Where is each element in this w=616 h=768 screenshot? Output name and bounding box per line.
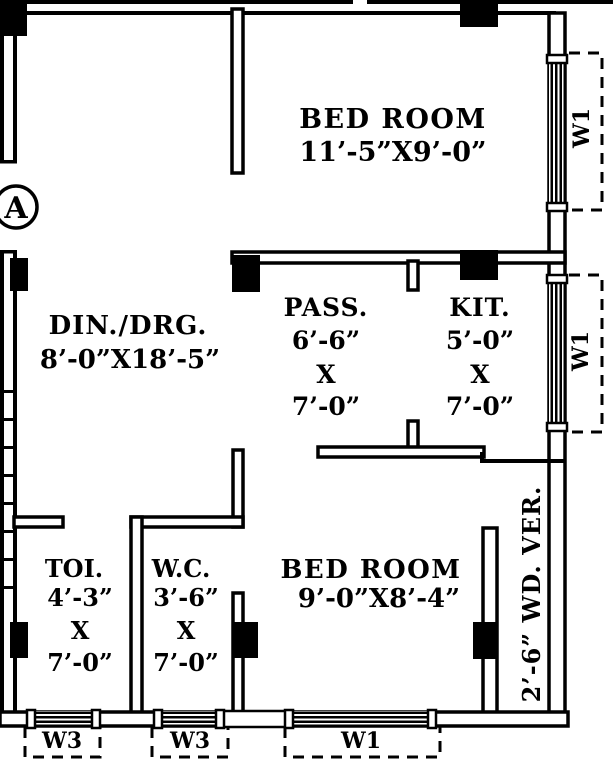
label-din-drg-name: DIN./DRG. [49,311,208,341]
wall-pass-kit-stub-top [406,259,420,292]
column [473,622,497,659]
columns [3,0,498,659]
label-wc-name: W.C. [151,554,211,583]
wall-bedroomtop-bottom [230,250,567,265]
wall-toi-wc-divider [129,515,144,717]
wall-end-cap [0,160,17,164]
label-bedroom-bottom-dim: 9’-0”X8’-4” [298,584,460,614]
label-w1-right-mid: W1 [568,331,594,372]
unit-marker: A [0,184,39,230]
wall-segment [13,252,17,714]
label-wc-width: 3’-6” [153,583,219,612]
label-pass-by: X [316,360,336,389]
column [10,258,28,291]
wall-segment [367,0,613,4]
label-w1-bottom: W1 [340,728,381,754]
label-w3-mid: W3 [169,728,210,754]
wall-step [480,452,484,463]
label-toi-name: TOI. [45,554,103,583]
label-w3-left: W3 [41,728,82,754]
window-w3-left [25,708,102,730]
column [233,622,258,658]
window-w1-right-mid [545,273,569,433]
column [460,250,498,280]
label-verandah: 2’-6” WD. VER. [517,486,546,703]
label-kit-by: X [470,360,490,389]
label-kit-width: 5’-0” [446,326,514,355]
window-cap [545,421,569,433]
window-cap [25,708,37,730]
label-kit-depth: 7’-0” [446,392,514,421]
label-toi-width: 4’-3” [47,583,113,612]
projection-w3-left [23,727,102,759]
stair-ticks [4,390,13,589]
window-cap [214,708,226,730]
projection-w3-mid [150,727,230,759]
label-pass-width: 6’-6” [292,326,360,355]
column [232,255,260,292]
window-projections [23,51,604,759]
wall-sill-block [214,709,295,729]
wall-segment [0,252,4,726]
wall-segment [0,0,4,163]
label-bedroom-top-dim: 11’-5”X9’-0” [299,137,486,168]
wall-kit-bottom [316,445,486,459]
wall-bedroomtop-left [230,7,245,175]
label-kit-name: KIT. [449,293,511,322]
wall-end-cap [0,250,17,254]
windows [25,53,569,730]
window-cap [545,273,569,285]
projection-w1-bottom [283,727,442,759]
window-cap [545,53,569,65]
wall-toi-top [12,515,65,529]
column [3,0,27,36]
label-pass-depth: 7’-0” [292,392,360,421]
window-labels: W1 W1 W3 W3 W1 [41,108,595,754]
label-wc-depth: 7’-0” [153,648,219,677]
window-cap [283,708,295,730]
wall-segment [13,33,17,163]
label-pass-name: PASS. [284,293,369,322]
label-wc-by: X [177,616,196,645]
window-w3-mid [152,708,226,730]
room-labels: BED ROOM 11’-5”X9’-0” DIN./DRG. 8’-0”X18… [40,104,546,702]
label-toi-depth: 7’-0” [47,648,113,677]
column [10,622,28,658]
label-din-drg-dim: 8’-0”X18’-5” [40,345,220,375]
label-bedroom-bottom-name: BED ROOM [280,555,461,585]
window-cap [426,708,438,730]
label-toi-by: X [71,616,90,645]
wall-segment [0,0,353,4]
unit-marker-circle [0,184,39,230]
wall-verandah-top [482,459,566,463]
window-w1-bottom [283,708,438,730]
window-w1-right-top [545,53,569,213]
column [460,3,498,27]
label-w1-right-top: W1 [569,108,595,149]
window-cap [152,708,164,730]
wall-segment [498,11,556,15]
window-cap [545,201,569,213]
wall-wc-top [129,515,245,529]
unit-marker-label: A [3,191,28,226]
label-bedroom-top-name: BED ROOM [299,104,487,135]
window-cap [90,708,102,730]
